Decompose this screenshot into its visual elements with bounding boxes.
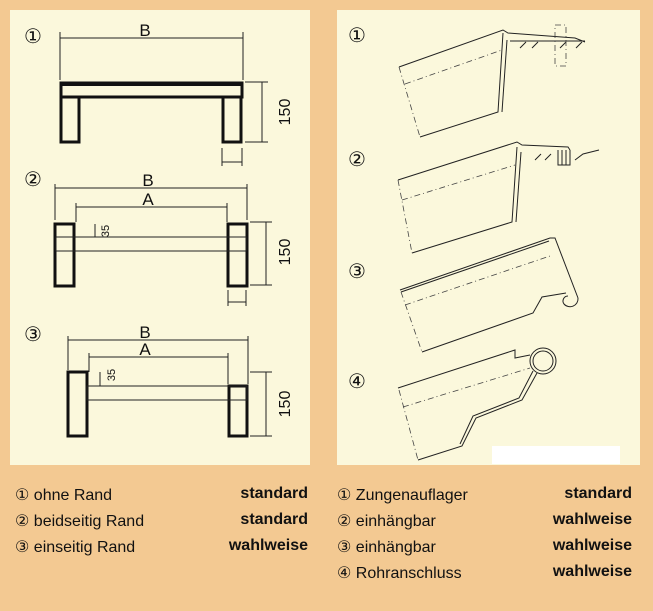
- dim-height-label: 150: [277, 99, 294, 126]
- legend-row: ② einhängbar wahlweise: [337, 511, 632, 533]
- legend-label: ① Zungenauflager: [337, 487, 468, 504]
- legend-status: standard: [240, 511, 308, 528]
- profile-2: ②: [348, 141, 600, 254]
- legend-label: ④ Rohranschluss: [337, 565, 462, 582]
- legend-row: ① ohne Rand standard: [15, 485, 308, 507]
- dim-height-label: 150: [277, 239, 294, 266]
- dim-a-label: A: [139, 340, 151, 359]
- marker-1: ①: [24, 26, 42, 48]
- legend-status: wahlweise: [228, 537, 308, 554]
- dim-height-label: 150: [277, 391, 294, 418]
- dim-a-label: A: [142, 190, 154, 209]
- profile-1: ①: [348, 24, 586, 138]
- legend-status: wahlweise: [552, 537, 632, 554]
- right-diagram-panel: [337, 10, 640, 465]
- legend-status: wahlweise: [552, 511, 632, 528]
- marker-4: ④: [348, 371, 366, 393]
- legend-label: ③ einhängbar: [337, 539, 436, 556]
- marker-1: ①: [348, 25, 366, 47]
- legend-status: standard: [240, 485, 308, 502]
- legend-label: ③ einseitig Rand: [15, 539, 136, 556]
- dim-rim-label: 35: [106, 369, 118, 381]
- legend-row: ① Zungenauflager standard: [337, 485, 632, 507]
- legend-status: standard: [564, 485, 632, 502]
- marker-3: ③: [348, 261, 366, 283]
- frame-variant-1: ① B 150: [24, 21, 294, 166]
- legend-row: ② beidseitig Rand standard: [15, 511, 308, 533]
- profile-4: ④: [348, 347, 620, 464]
- legend-label: ② einhängbar: [337, 513, 436, 530]
- legend-label: ① ohne Rand: [15, 487, 113, 504]
- frame-variant-3: ③ B A 35 150: [24, 323, 294, 438]
- legend-status: wahlweise: [552, 563, 632, 580]
- profile-3: ③: [348, 237, 579, 353]
- marker-2: ②: [348, 149, 366, 171]
- dim-b-label: B: [139, 21, 150, 40]
- dim-b-label: B: [139, 323, 150, 342]
- dim-b-label: B: [142, 171, 153, 190]
- legend-label: ② beidseitig Rand: [15, 513, 145, 530]
- marker-3: ③: [24, 324, 42, 346]
- dim-rim-label: 35: [100, 225, 112, 237]
- frame-variant-2: ② B A 35 150: [24, 169, 294, 306]
- legend-row: ③ einseitig Rand wahlweise: [15, 537, 308, 559]
- legend-row: ③ einhängbar wahlweise: [337, 537, 632, 559]
- marker-2: ②: [24, 169, 42, 191]
- legend-row: ④ Rohranschluss wahlweise: [337, 563, 632, 585]
